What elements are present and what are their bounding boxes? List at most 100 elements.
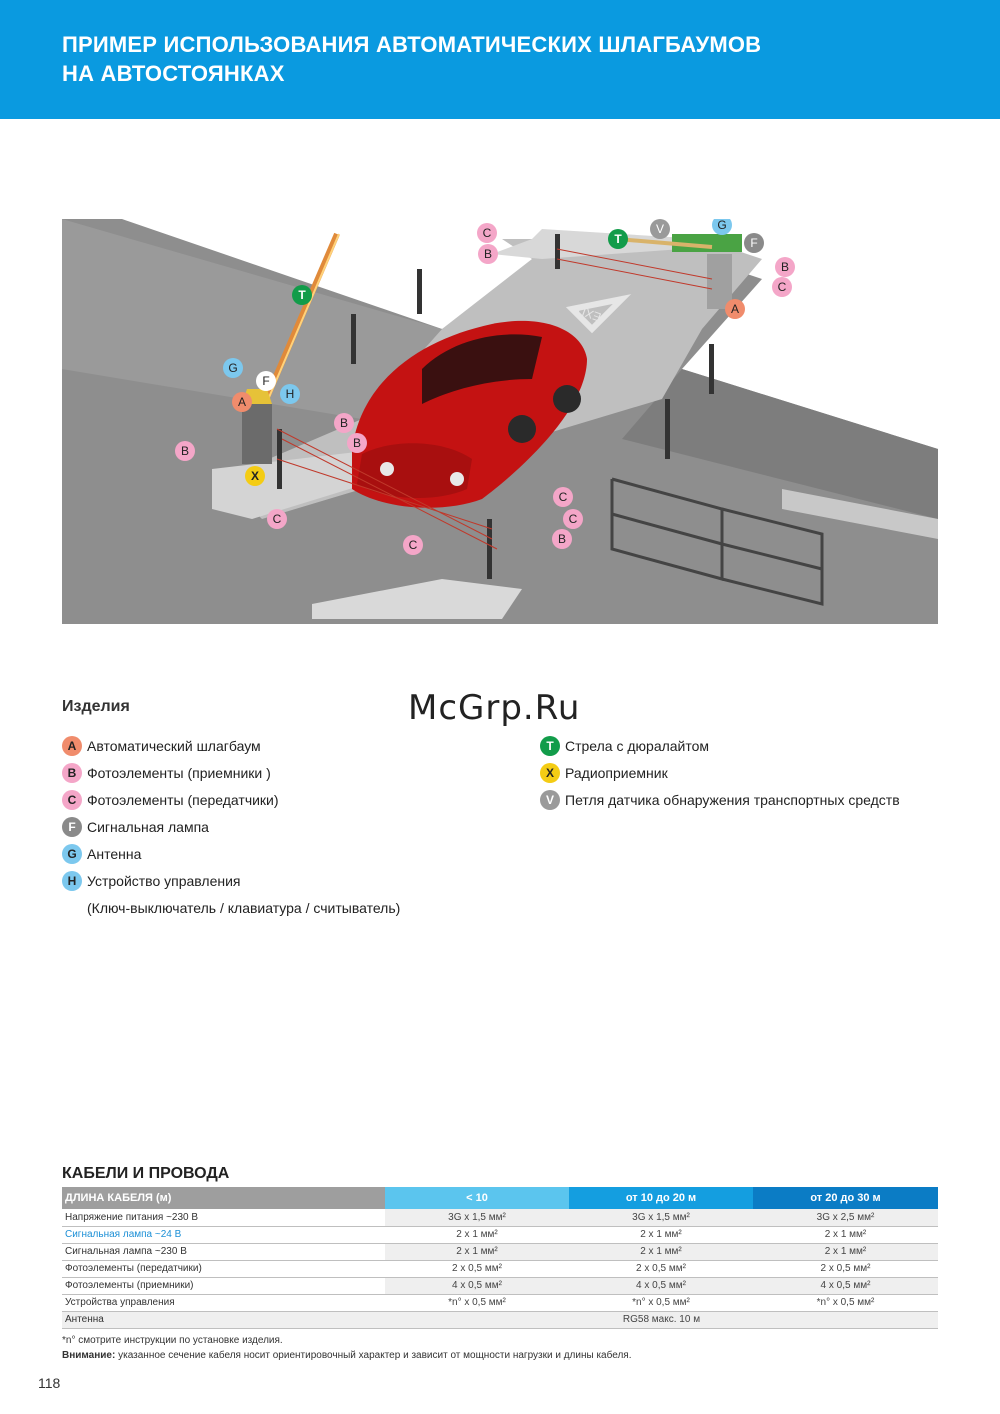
product-badge: H [62,870,82,891]
column-header: ДЛИНА КАБЕЛЯ (м) [62,1187,385,1209]
svg-text:C: C [559,490,568,504]
svg-text:T: T [298,288,306,302]
page-number: 118 [38,1375,61,1391]
table-cell-name: Сигнальная лампа ~230 В [62,1243,385,1261]
svg-text:A: A [238,395,246,409]
table-cell: 2 x 1 мм² [753,1243,938,1261]
table-cell-name: Устройства управления [62,1294,385,1312]
svg-text:B: B [484,247,492,261]
fence [610,477,824,606]
table-cell-name: Антенна [62,1311,385,1329]
product-label: Антенна [87,845,142,862]
table-cell: 4 x 0,5 мм² [753,1277,938,1295]
product-label: Радиоприемник [565,764,668,781]
table-cell: *n° x 0,5 мм² [569,1294,753,1312]
svg-text:B: B [558,532,566,546]
product-label: Фотоэлементы (приемники ) [87,764,271,781]
product-label: Автоматический шлагбаум [87,737,261,754]
table-cell-name: Сигнальная лампа ~24 В [62,1226,385,1244]
callout-b-4: B [552,529,572,549]
note-warning: Внимание: указанное сечение кабеля носит… [62,1348,938,1363]
svg-text:A: A [731,302,739,316]
table-cell: 2 x 1 мм² [753,1226,938,1244]
page-header: ПРИМЕР ИСПОЛЬЗОВАНИЯ АВТОМАТИЧЕСКИХ ШЛАГ… [0,0,1000,119]
callout-a-1: A [232,392,252,412]
cables-table: ДЛИНА КАБЕЛЯ (м) < 10 от 10 до 20 м от 2… [62,1187,938,1329]
svg-text:C: C [273,512,282,526]
callout-t-1: T [292,285,312,305]
products-right-column: T Стрела с дюралайтом X Радиоприемник V … [540,732,900,813]
table-row: Сигнальная лампа ~230 В 2 x 1 мм² 2 x 1 … [62,1243,938,1261]
product-label: Фотоэлементы (передатчики) [87,791,279,808]
column-header: от 10 до 20 м [569,1187,753,1209]
products-left-column: A Автоматический шлагбаум B Фотоэлементы… [62,732,400,921]
svg-text:C: C [409,538,418,552]
product-item: A Автоматический шлагбаум [62,732,400,759]
callout-h-1: H [280,384,300,404]
barrier-cabinet [242,404,272,464]
product-badge: C [62,789,82,810]
page-title-line1: ПРИМЕР ИСПОЛЬЗОВАНИЯ АВТОМАТИЧЕСКИХ ШЛАГ… [62,32,762,57]
product-sublabel: (Ключ-выключатель / клавиатура / считыва… [87,899,401,916]
photocell-beams [276,248,713,550]
table-row: Фотоэлементы (приемники) 4 x 0,5 мм² 4 x… [62,1277,938,1295]
callout-c-2: C [553,487,573,507]
svg-text:B: B [353,436,361,450]
product-label: Устройство управления [87,872,241,889]
svg-text:G: G [717,219,726,232]
callout-v-1: V [650,219,670,239]
products-section: Изделия A Автоматический шлагбаум B Фото… [62,698,938,916]
cables-heading: КАБЕЛИ И ПРОВОДА [62,1165,230,1182]
product-badge: V [540,789,560,810]
product-item: G Антенна [62,840,400,867]
callout-c-3: C [563,509,583,529]
table-cell: 2 x 0,5 мм² [753,1260,938,1278]
svg-text:C: C [483,226,492,240]
callout-b-5: B [478,244,498,264]
product-badge: G [62,843,82,864]
svg-text:X: X [251,469,259,483]
callout-f-2: F [744,233,764,253]
parking-barrier-illustration: EXIT T G F [62,219,938,624]
table-cell: 3G x 2,5 мм² [753,1209,938,1227]
svg-text:F: F [750,236,757,250]
product-label: Петля датчика обнаружения транспортных с… [565,791,900,808]
product-item: V Петля датчика обнаружения транспортных… [540,786,900,813]
table-cell-name: Фотоэлементы (приемники) [62,1277,385,1295]
figure-callouts: T G F H A B B B X C C C B C C B T V G F … [175,219,795,555]
page-title-line2: НА АВТОСТОЯНКАХ [62,61,285,86]
page-title: ПРИМЕР ИСПОЛЬЗОВАНИЯ АВТОМАТИЧЕСКИХ ШЛАГ… [62,30,761,88]
table-row: Устройства управления *n° x 0,5 мм² *n° … [62,1294,938,1312]
svg-text:H: H [286,387,295,401]
table-cell: 4 x 0,5 мм² [569,1277,753,1295]
callout-c-5: C [477,223,497,243]
table-cell: *n° x 0,5 мм² [753,1294,938,1312]
product-item: X Радиоприемник [540,759,900,786]
svg-text:G: G [228,361,237,375]
product-item: C Фотоэлементы (передатчики) [62,786,400,813]
table-cell: 3G x 1,5 мм² [385,1209,569,1227]
product-label: Сигнальная лампа [87,818,209,835]
product-item: F Сигнальная лампа [62,813,400,840]
note-warning-text: указанное сечение кабеля носит ориентиро… [115,1349,632,1361]
svg-text:V: V [656,222,664,236]
callout-f-1: F [256,371,276,391]
svg-text:B: B [181,444,189,458]
svg-text:C: C [569,512,578,526]
table-cell: 2 x 1 мм² [569,1243,753,1261]
product-item: B Фотоэлементы (приемники ) [62,759,400,786]
callout-g-1: G [223,358,243,378]
vehicle-loop-area [672,234,742,252]
callout-b-3: B [175,441,195,461]
svg-text:F: F [262,374,269,388]
product-item: T Стрела с дюралайтом [540,732,900,759]
svg-text:B: B [340,416,348,430]
table-cell: 2 x 1 мм² [569,1226,753,1244]
product-badge: A [62,735,82,756]
callout-t-2: T [608,229,628,249]
column-header: от 20 до 30 м [753,1187,938,1209]
table-cell-name: Фотоэлементы (передатчики) [62,1260,385,1278]
table-cell: 2 x 0,5 мм² [569,1260,753,1278]
callout-c-4: C [403,535,423,555]
product-badge: F [62,816,82,837]
